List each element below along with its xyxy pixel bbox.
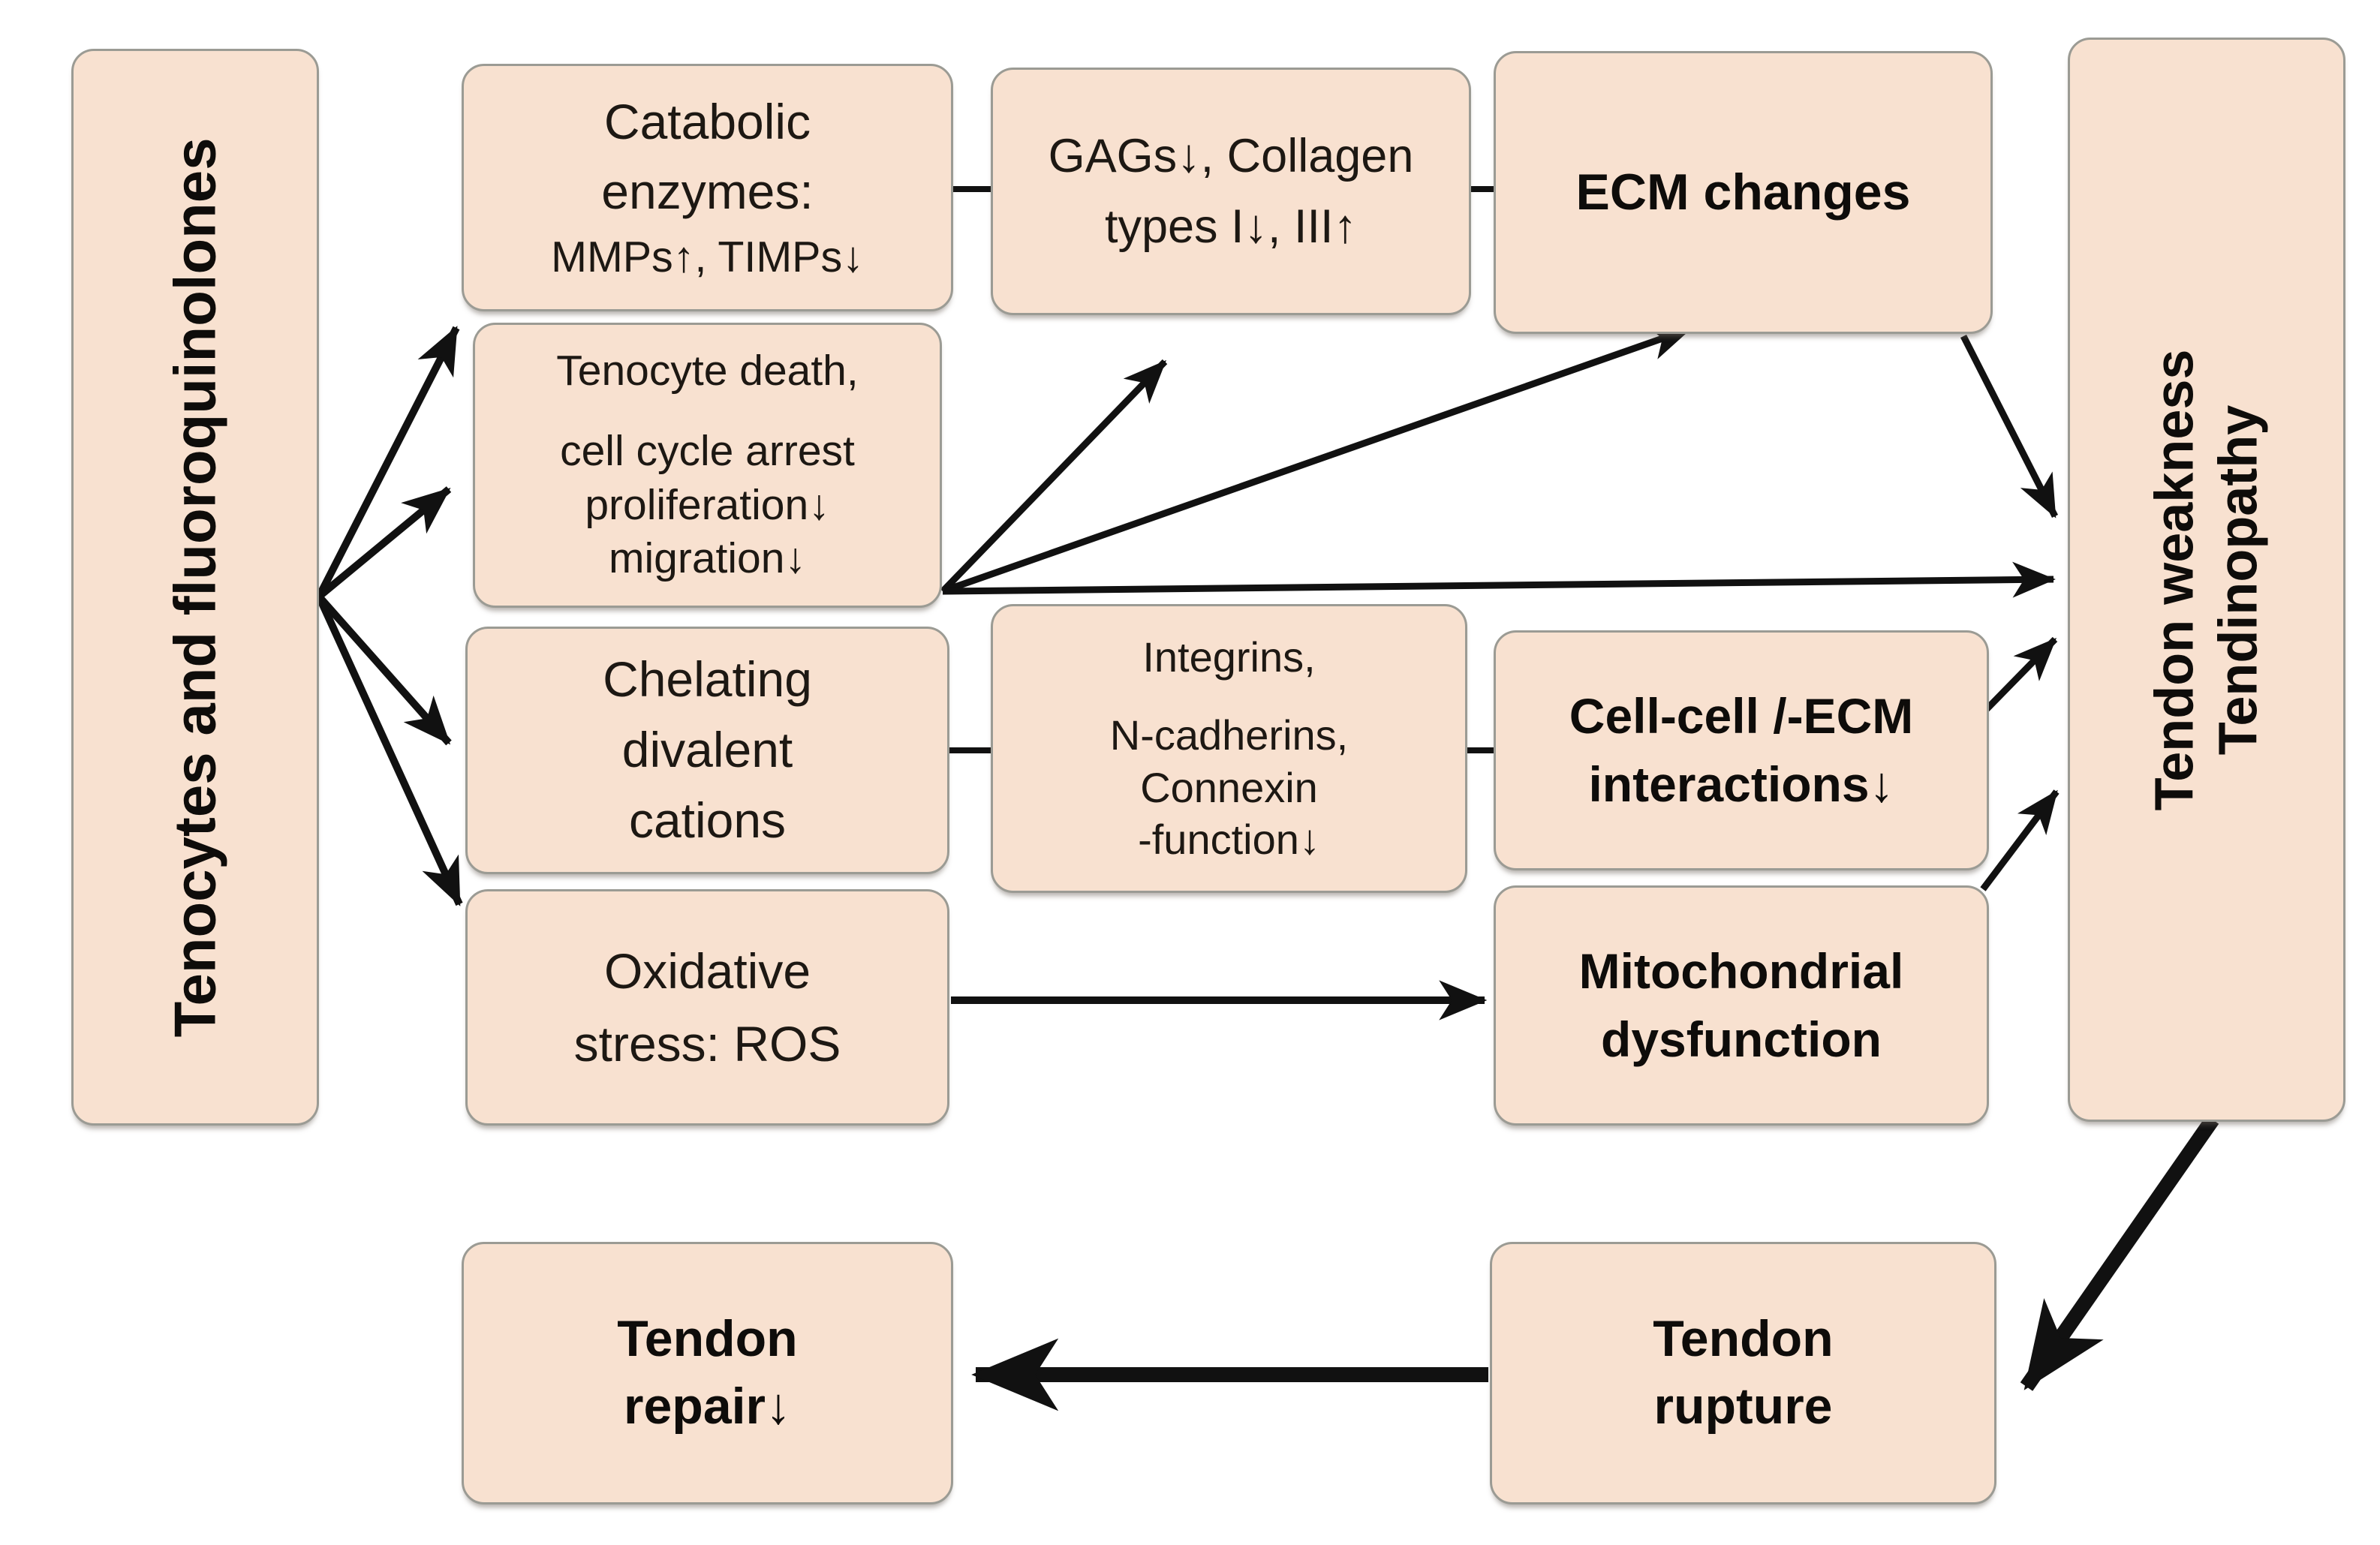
node-rupture-line: Tendon bbox=[1653, 1310, 1834, 1368]
node-tenocyte-line: cell cycle arrest bbox=[560, 426, 855, 475]
node-mito-line: dysfunction bbox=[1601, 1011, 1882, 1067]
node-rupture-line: rupture bbox=[1653, 1378, 1833, 1435]
node-tenocyte-line: proliferation↓ bbox=[585, 480, 830, 529]
node-oxidative: Oxidative stress: ROS bbox=[465, 889, 949, 1126]
node-catabolic-line: Catabolic bbox=[603, 93, 811, 149]
arrow-source-to-tenocyte bbox=[316, 486, 452, 600]
node-integrins-line: Integrins, bbox=[1142, 633, 1316, 681]
arrow-tenocyte-to-weakness bbox=[942, 561, 2056, 598]
arrow-mito-to-weakness bbox=[1980, 789, 2060, 891]
node-mito: Mitochondrial dysfunction bbox=[1494, 885, 1989, 1126]
arrow-weakness-to-rupture bbox=[2020, 1115, 2219, 1391]
node-oxidative-line: stress: ROS bbox=[573, 1015, 841, 1072]
node-chelating: Chelating divalent cations bbox=[465, 627, 949, 874]
arrow-cellcell-to-weakness bbox=[1984, 636, 2058, 712]
node-chelating-line: cations bbox=[628, 792, 787, 848]
node-integrins-line: Connexin bbox=[1140, 763, 1318, 811]
arrow-tenocyte-to-ecm bbox=[941, 325, 1692, 595]
node-gags: GAGs↓, Collagen types I↓, III↑ bbox=[991, 68, 1471, 315]
node-weakness-line: Tendinopathy bbox=[2208, 404, 2269, 755]
node-mito-line: Mitochondrial bbox=[1578, 942, 1904, 999]
node-tenocyte: Tenocyte death, cell cycle arrest prolifer… bbox=[473, 323, 942, 608]
arrow-ecm-to-weakness bbox=[1960, 334, 2059, 519]
node-repair-line: repair↓ bbox=[624, 1378, 791, 1435]
node-ecm-line: ECM changes bbox=[1575, 164, 1911, 221]
node-cellcell: Cell-cell /-ECM interactions↓ bbox=[1494, 630, 1989, 870]
node-chelating-line: Chelating bbox=[603, 651, 812, 708]
arrow-source-to-chelating bbox=[316, 594, 452, 746]
node-oxidative-line: Oxidative bbox=[603, 943, 811, 999]
node-repair: Tendon repair↓ bbox=[462, 1242, 953, 1504]
node-catabolic-line: enzymes: bbox=[601, 164, 814, 220]
node-cellcell-line: interactions↓ bbox=[1588, 756, 1894, 812]
arrow-tenocyte-to-gags bbox=[940, 359, 1168, 594]
node-cellcell-line: Cell-cell /-ECM bbox=[1569, 687, 1914, 744]
node-source-line: Tenocytes and fluoroquinolones bbox=[161, 137, 228, 1037]
rotated-label: Tenocytes and fluoroquinolones bbox=[161, 137, 228, 1037]
node-catabolic: Catabolic enzymes: MMPs↑, TIMPs↓ bbox=[462, 64, 953, 311]
node-integrins: Integrins, N-cadherins,Connexin -function↓ bbox=[991, 604, 1467, 893]
node-tenocyte-line: Tenocyte death, bbox=[556, 346, 859, 395]
node-weakness-line: Tendon weakness bbox=[2144, 349, 2205, 810]
node-gags-line: GAGs↓, Collagen bbox=[1048, 129, 1414, 182]
node-rupture: Tendon rupture bbox=[1490, 1242, 1996, 1504]
node-ecm: ECM changes bbox=[1494, 51, 1993, 334]
node-integrins-line: -function↓ bbox=[1138, 816, 1320, 864]
node-catabolic-line: MMPs↑, TIMPs↓ bbox=[551, 233, 864, 281]
node-gags-line: types I↓, III↑ bbox=[1104, 200, 1358, 253]
arrow-source-to-oxidative bbox=[315, 594, 463, 906]
node-tenocyte-line: migration↓ bbox=[609, 534, 806, 583]
arrow-source-to-catabolic bbox=[315, 326, 460, 599]
node-chelating-line: divalent bbox=[621, 722, 793, 778]
node-source: Tenocytes and fluoroquinolones bbox=[71, 49, 319, 1126]
node-integrins-line: N-cadherins, bbox=[1109, 711, 1349, 759]
node-repair-line: Tendon bbox=[617, 1310, 798, 1368]
